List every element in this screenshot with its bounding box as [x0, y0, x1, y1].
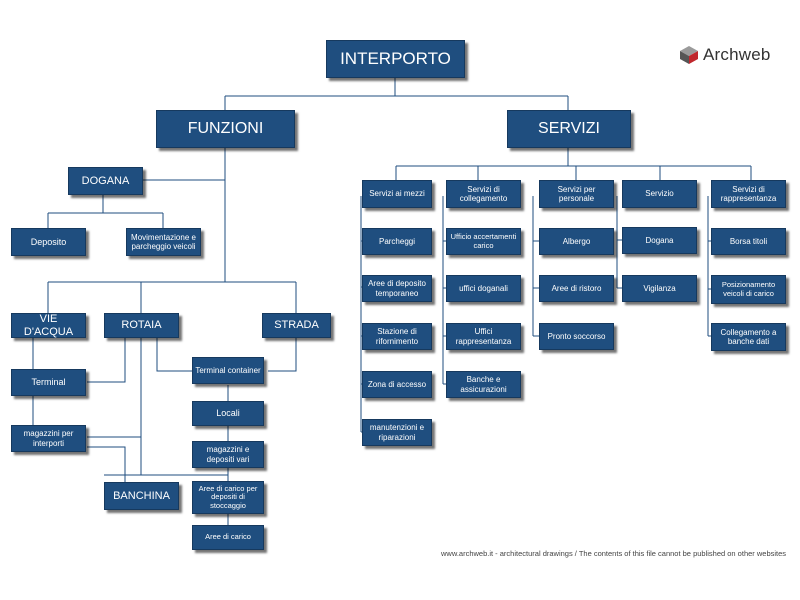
footer-note: www.archweb.it - architectural drawings … — [441, 549, 787, 558]
albergo-node: Albergo — [539, 228, 614, 255]
servizi-node: SERVIZI — [507, 110, 631, 148]
locali-node: Locali — [192, 401, 264, 426]
logo-text: Archweb — [703, 45, 771, 64]
strada-node: STRADA — [262, 313, 331, 338]
servizi-mezzi-node: Servizi ai mezzi — [362, 180, 432, 208]
magazzini-depositi-node: magazzini e depositi vari — [192, 441, 264, 468]
collegamento-banche-node: Collegamento a banche dati — [711, 323, 786, 351]
movimentazione-node: Movimentazione e parcheggio veicoli — [126, 228, 201, 256]
pronto-soccorso-node: Pronto soccorso — [539, 323, 614, 350]
aree-deposito-node: Aree di deposito temporaneo — [362, 275, 432, 302]
terminal-container-node: Terminal container — [192, 357, 264, 384]
uffici-doganali-node: uffici doganali — [446, 275, 521, 302]
deposito-node: Deposito — [11, 228, 86, 256]
rotaia-node: ROTAIA — [104, 313, 179, 338]
banche-assicurazioni-node: Banche e assicurazioni — [446, 371, 521, 398]
dogana-servizio-node: Dogana — [622, 227, 697, 254]
servizio-node: Servizio — [622, 180, 697, 208]
dogana-node: DOGANA — [68, 167, 143, 195]
ufficio-accertamenti-node: Ufficio accertamenti carico — [446, 228, 521, 255]
stazione-rifornimento-node: Stazione di rifornimento — [362, 323, 432, 350]
vigilanza-node: Vigilanza — [622, 275, 697, 302]
funzioni-node: FUNZIONI — [156, 110, 295, 148]
aree-carico-depositi-node: Aree di carico per depositi di stoccaggi… — [192, 481, 264, 514]
servizi-rappresentanza-node: Servizi di rappresentanza — [711, 180, 786, 208]
cube-icon — [680, 46, 698, 64]
magazzini-interporti-node: magazzini per interporti — [11, 425, 86, 452]
aree-ristoro-node: Aree di ristoro — [539, 275, 614, 302]
vie-acqua-node: VIE D'ACQUA — [11, 313, 86, 338]
root-node: INTERPORTO — [326, 40, 465, 78]
uffici-rappresentanza-node: Uffici rappresentanza — [446, 323, 521, 350]
manutenzioni-node: manutenzioni e riparazioni — [362, 419, 432, 446]
borsa-titoli-node: Borsa titoli — [711, 228, 786, 255]
aree-carico-node: Aree di carico — [192, 525, 264, 550]
archweb-logo: Archweb — [679, 44, 771, 66]
servizi-personale-node: Servizi per personale — [539, 180, 614, 208]
zona-accesso-node: Zona di accesso — [362, 371, 432, 398]
servizi-collegamento-node: Servizi di collegamento — [446, 180, 521, 208]
parcheggi-node: Parcheggi — [362, 228, 432, 255]
terminal-node: Terminal — [11, 369, 86, 396]
posizionamento-veicoli-node: Posizionamento veicoli di carico — [711, 275, 786, 304]
banchina-node: BANCHINA — [104, 482, 179, 510]
